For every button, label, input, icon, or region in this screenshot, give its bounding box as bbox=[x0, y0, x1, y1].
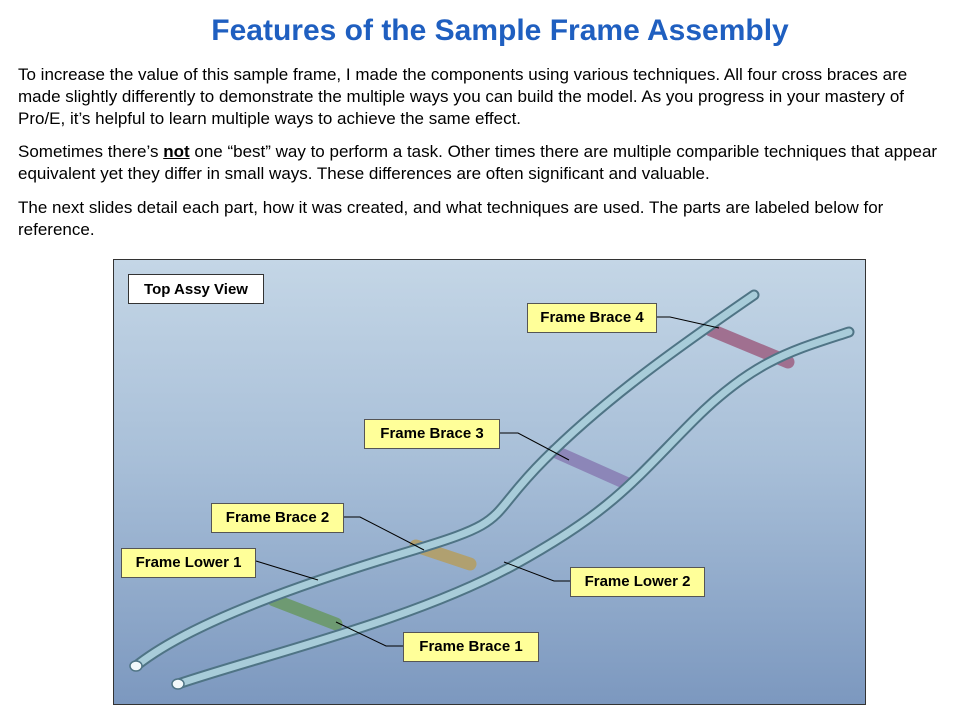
frame-drawing bbox=[129, 289, 855, 690]
frame-lower-2-highlight bbox=[174, 328, 853, 688]
callout-frame-lower-2: Frame Lower 2 bbox=[570, 567, 705, 597]
callout-frame-brace-2: Frame Brace 2 bbox=[211, 503, 344, 533]
callout-frame-brace-1: Frame Brace 1 bbox=[403, 632, 539, 662]
frame-lower-1-shape bbox=[130, 289, 760, 672]
frame-assembly-figure: Top Assy View Frame Brace 4 Frame Brace … bbox=[113, 259, 866, 705]
tube-end-right bbox=[171, 678, 185, 690]
frame-lower-1-highlight bbox=[132, 291, 758, 670]
callout-frame-brace-4: Frame Brace 4 bbox=[527, 303, 657, 333]
leader-brace-2 bbox=[344, 516, 425, 551]
view-label: Top Assy View bbox=[128, 274, 264, 304]
paragraph-techniques-emphasis: not bbox=[163, 142, 190, 161]
paragraph-techniques-pre: Sometimes there’s bbox=[18, 142, 164, 161]
frame-brace-3-shape bbox=[547, 444, 635, 491]
paragraph-techniques: Sometimes there’s not one “best” way to … bbox=[18, 141, 943, 185]
leader-lower-2 bbox=[503, 561, 570, 582]
leader-brace-1 bbox=[335, 621, 403, 647]
paragraph-intro: To increase the value of this sample fra… bbox=[18, 65, 908, 128]
leader-brace-3 bbox=[500, 432, 570, 461]
leader-lower-1 bbox=[255, 560, 319, 581]
slide-title: Features of the Sample Frame Assembly bbox=[211, 14, 789, 47]
leader-brace-4 bbox=[657, 316, 720, 329]
paragraph-next-slides: The next slides detail each part, how it… bbox=[18, 198, 884, 239]
callout-frame-brace-3: Frame Brace 3 bbox=[364, 419, 500, 449]
tube-end-left bbox=[129, 660, 143, 672]
frame-brace-1-shape bbox=[267, 593, 343, 631]
callout-frame-lower-1: Frame Lower 1 bbox=[121, 548, 256, 578]
paragraph-techniques-post: one “best” way to perform a task. Other … bbox=[18, 142, 938, 183]
